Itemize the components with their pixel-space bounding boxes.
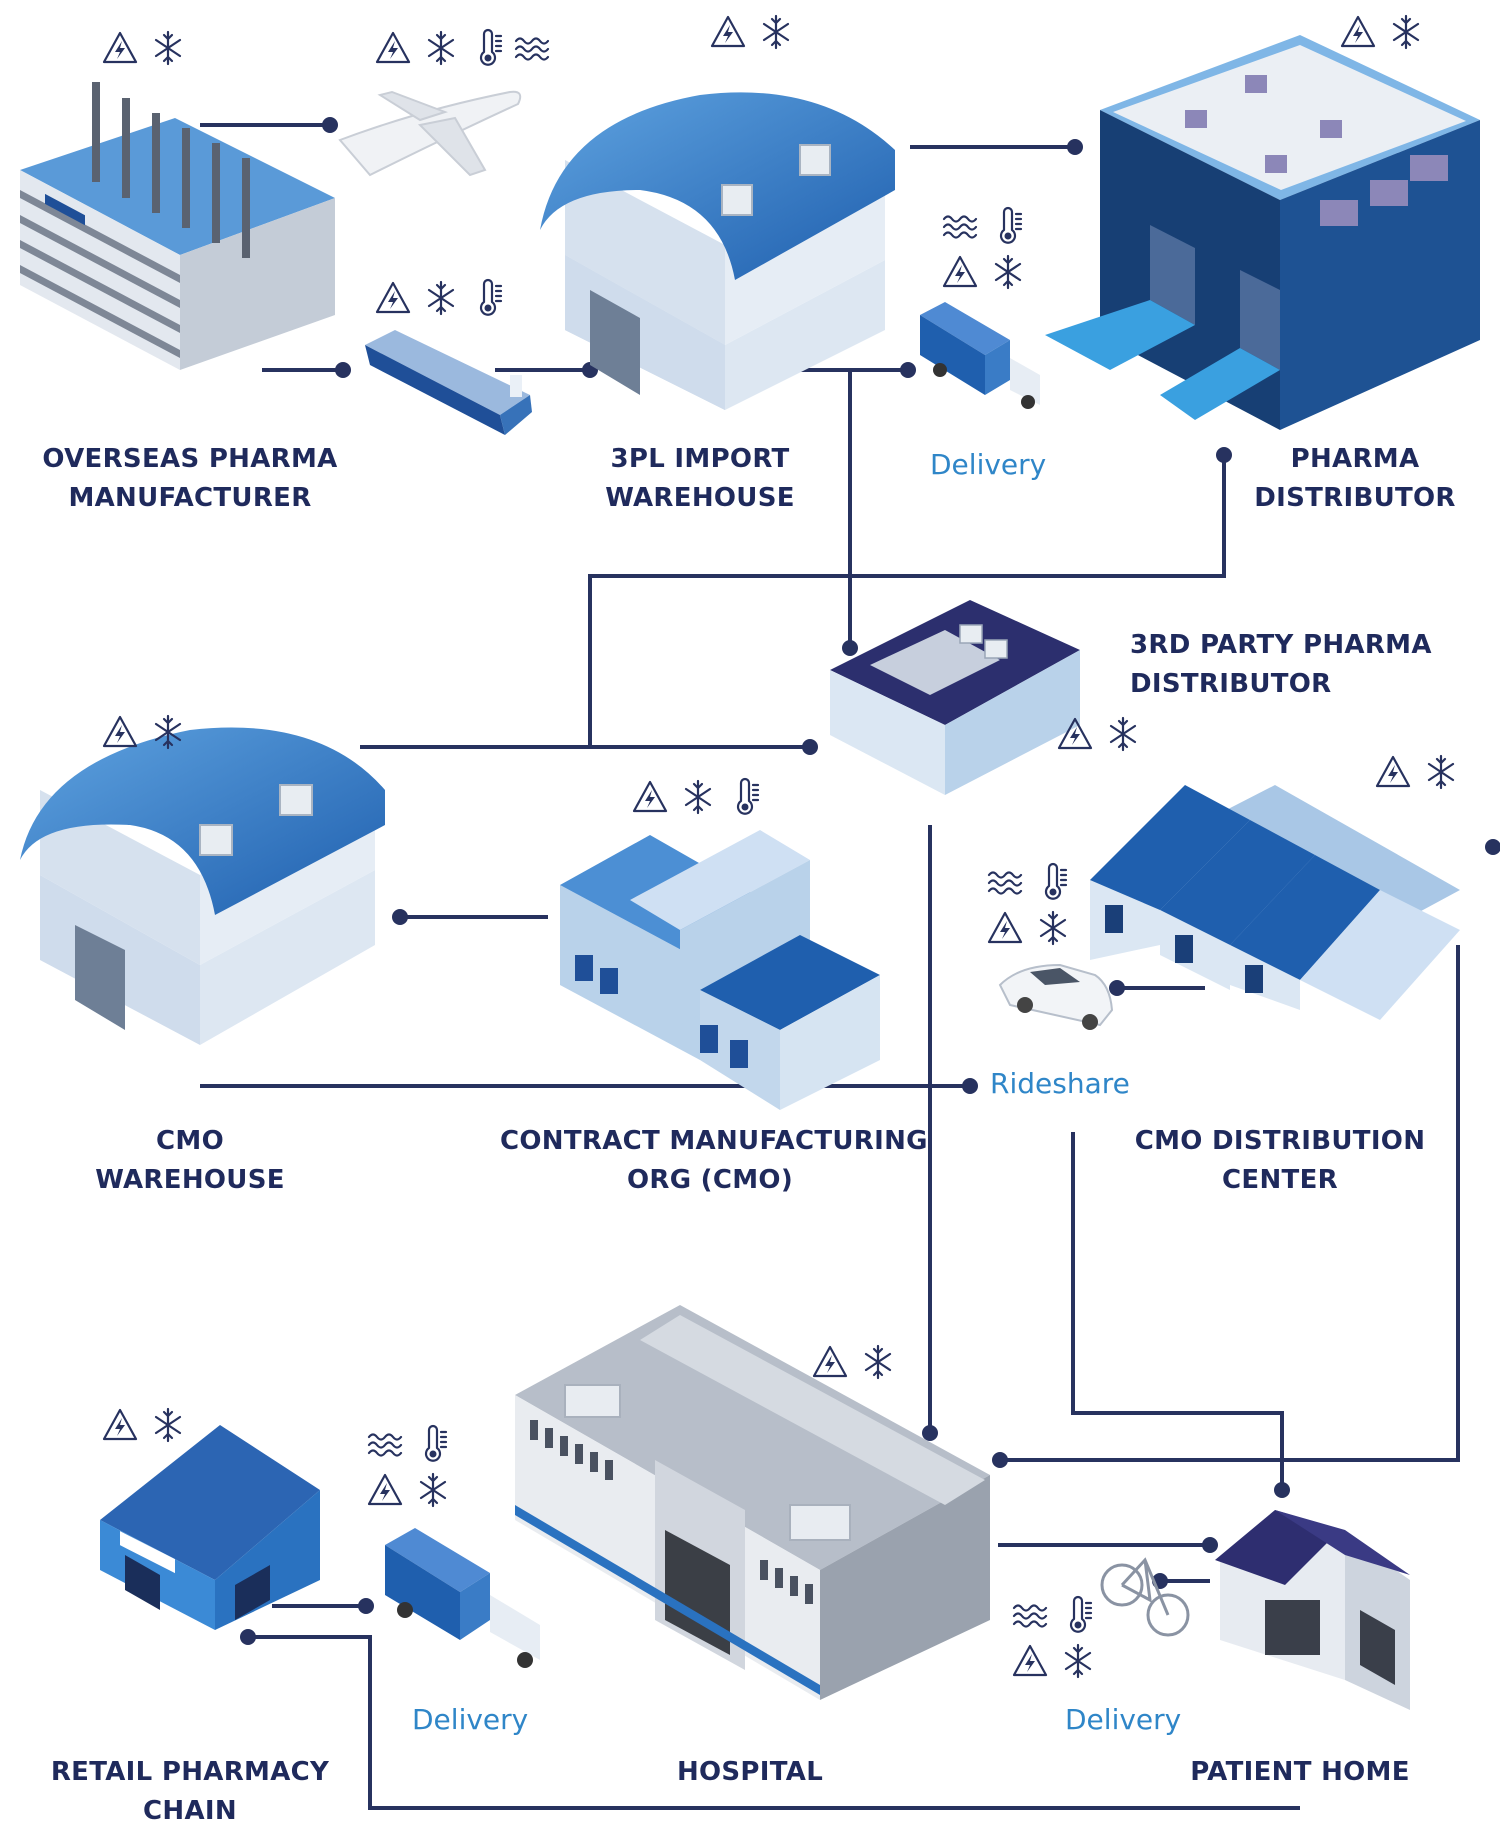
hazard-icon <box>632 780 668 813</box>
transport-label-delivery-retail: Delivery <box>412 1703 529 1736</box>
thermometer-icon <box>424 1424 448 1462</box>
third-party-distributor-illustration <box>830 600 1080 795</box>
hazard-icon <box>375 31 411 64</box>
icon-group-distributor <box>1340 14 1420 50</box>
label-pharma-distributor: PHARMA DISTRIBUTOR <box>1254 444 1456 513</box>
transport-label-rideshare: Rideshare <box>990 1067 1130 1100</box>
thermometer-icon <box>479 278 503 316</box>
icon-group-bike <box>1012 1595 1093 1679</box>
humidity-icon <box>1012 1604 1048 1628</box>
hazard-icon <box>812 1345 848 1378</box>
hazard-icon <box>367 1473 403 1506</box>
icon-group-overseas <box>102 30 182 66</box>
connector-right-column <box>1000 945 1460 1462</box>
label-hospital: HOSPITAL <box>676 1757 824 1787</box>
hazard-icon <box>942 255 978 288</box>
label-retail-pharmacy: RETAIL PHARMACY CHAIN <box>50 1757 330 1826</box>
transport-label-delivery-top: Delivery <box>930 448 1047 481</box>
freeze-icon <box>864 1344 892 1380</box>
truck-illustration-bottom <box>385 1528 540 1668</box>
contract-manufacturing-illustration <box>560 830 880 1110</box>
hazard-icon <box>102 1408 138 1441</box>
label-overseas-manufacturer: OVERSEAS PHARMA MANUFACTURER <box>42 444 338 513</box>
connector-dots <box>240 117 1500 1645</box>
pharma-distributor-illustration <box>1045 35 1480 430</box>
car-illustration <box>998 963 1114 1030</box>
connector-lines <box>200 123 1500 1810</box>
icon-group-truck-bottom <box>367 1424 448 1508</box>
connector-rideshare-home <box>1071 1132 1284 1490</box>
humidity-icon <box>514 37 550 61</box>
freeze-icon <box>762 14 790 50</box>
label-contract-manufacturing: CONTRACT MANUFACTURING ORG (CMO) <box>500 1126 928 1195</box>
icon-group-contract <box>632 777 760 815</box>
bicycle-illustration <box>1100 1557 1190 1637</box>
hazard-icon <box>375 281 411 314</box>
hospital-illustration <box>515 1305 990 1700</box>
connector-retail-bottom <box>248 1635 1300 1810</box>
icon-group-truck-top <box>942 206 1023 290</box>
humidity-icon <box>367 1433 403 1457</box>
thermometer-icon <box>999 206 1023 244</box>
humidity-icon <box>942 215 978 239</box>
freeze-icon <box>419 1472 447 1508</box>
airplane-illustration <box>338 90 522 177</box>
thermometer-icon <box>1069 1595 1093 1633</box>
freeze-icon <box>154 1407 182 1443</box>
hazard-icon <box>102 715 138 748</box>
freeze-icon <box>1392 14 1420 50</box>
thermometer-icon <box>1044 862 1068 900</box>
hazard-icon <box>1375 755 1411 788</box>
hazard-icon <box>1012 1644 1048 1677</box>
icon-group-hospital <box>812 1344 892 1380</box>
label-patient-home: PATIENT HOME <box>1190 1757 1410 1787</box>
freeze-icon <box>1109 716 1137 752</box>
icon-group-dc <box>1375 754 1455 790</box>
humidity-icon <box>987 871 1023 895</box>
factory-illustration <box>20 82 335 370</box>
hazard-icon <box>102 31 138 64</box>
freeze-icon <box>427 280 455 316</box>
label-third-party-distributor: 3RD PARTY PHARMA DISTRIBUTOR <box>1130 630 1432 699</box>
hazard-icon <box>710 15 746 48</box>
ship-illustration <box>365 330 532 435</box>
cmo-warehouse-illustration <box>20 727 385 1045</box>
label-import-warehouse: 3PL IMPORT WAREHOUSE <box>605 444 795 513</box>
icon-group-air <box>375 28 550 66</box>
retail-pharmacy-illustration <box>100 1425 320 1630</box>
freeze-icon <box>684 779 712 815</box>
icon-group-ship <box>375 278 503 316</box>
freeze-icon <box>1064 1643 1092 1679</box>
label-cmo-warehouse: CMO WAREHOUSE <box>95 1126 285 1195</box>
icon-group-import <box>710 14 790 50</box>
truck-illustration-top <box>920 302 1040 409</box>
thermometer-icon <box>736 777 760 815</box>
freeze-icon <box>994 254 1022 290</box>
freeze-icon <box>154 30 182 66</box>
transport-label-delivery-patient: Delivery <box>1065 1703 1182 1736</box>
hazard-icon <box>1340 15 1376 48</box>
icon-group-retail <box>102 1407 182 1443</box>
freeze-icon <box>1427 754 1455 790</box>
label-cmo-distribution-center: CMO DISTRIBUTION CENTER <box>1134 1126 1426 1195</box>
connector-distributor-branch <box>588 455 1226 747</box>
freeze-icon <box>1039 910 1067 946</box>
icon-group-car <box>987 862 1068 946</box>
thermometer-icon <box>479 28 503 66</box>
patient-home-illustration <box>1215 1510 1410 1710</box>
import-warehouse-illustration <box>540 92 895 410</box>
hazard-icon <box>987 911 1023 944</box>
freeze-icon <box>427 30 455 66</box>
cmo-distribution-center-illustration <box>1090 785 1460 1020</box>
